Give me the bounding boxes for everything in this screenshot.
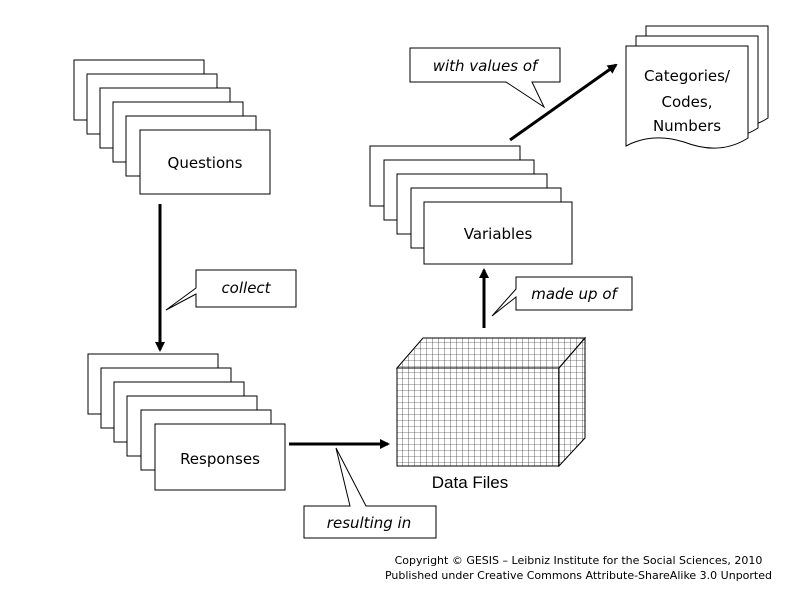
categories-label-line-1: Categories/ (644, 67, 731, 85)
variables-node (423, 201, 573, 265)
responses-node (154, 423, 286, 491)
resulting-in-label: resulting in (327, 514, 411, 532)
resulting-in-callout: resulting in (303, 447, 437, 539)
responses-label: Responses (180, 450, 260, 468)
data-files-label: Data Files (432, 473, 509, 492)
categories-label-line-2: Codes, (662, 93, 713, 111)
responses-stack: Responses (87, 353, 286, 491)
with-values-of-callout: with values of (409, 47, 561, 109)
questions-label: Questions (168, 154, 243, 172)
variables-stack: Variables (369, 145, 573, 265)
variables-label: Variables (464, 225, 533, 243)
questions-node (139, 129, 271, 195)
categories-label-line-3: Numbers (653, 117, 721, 135)
categories-stack: Categories/ Codes, Numbers (625, 25, 769, 149)
made-up-of-label: made up of (531, 285, 619, 303)
collect-label: collect (221, 279, 271, 297)
categories-node (625, 45, 749, 149)
collect-callout: collect (165, 269, 297, 311)
with-values-of-label: with values of (433, 57, 540, 75)
with-values-of-arrow (509, 63, 618, 142)
copyright-line: Copyright © GESIS – Leibniz Institute fo… (394, 554, 763, 567)
made-up-of-callout: made up of (491, 276, 633, 317)
copyright-notice: Copyright © GESIS – Leibniz Institute fo… (385, 553, 772, 583)
questions-stack: Questions (73, 59, 271, 195)
license-line: Published under Creative Commons Attribu… (384, 569, 772, 582)
data-files-cube (395, 336, 587, 468)
